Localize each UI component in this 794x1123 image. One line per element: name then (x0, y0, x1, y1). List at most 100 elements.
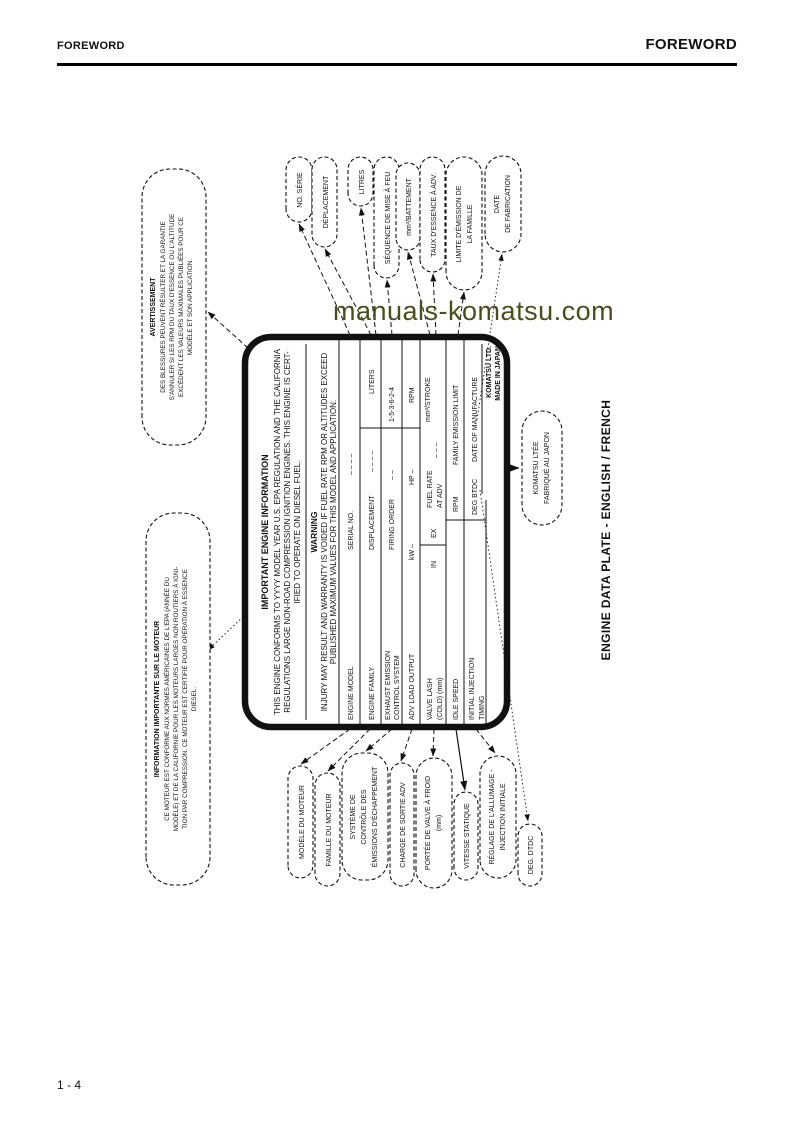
callout-vitesse: VITESSE STATIQUE (453, 791, 479, 881)
callout-oval (517, 823, 543, 887)
cell-kw: kW – (409, 544, 416, 560)
callout-line: ÉMISSIONS D'ÉCHAPPEMENT (370, 766, 379, 867)
callout-litres: LITRES (347, 156, 374, 207)
cell-firing-order: FIRING ORDER (389, 499, 396, 550)
plate-table-grid (338, 337, 487, 727)
cell-rpm: RPM (409, 387, 416, 403)
callout-line: DE FABRICATION (505, 175, 512, 233)
callout-oval (484, 155, 522, 253)
callout-battement: mm³/BATTEMENT (395, 162, 421, 251)
callout-line: MODÈLE ET SON APPLICATION. (185, 259, 194, 355)
diagram-canvas: IMPORTANT ENGINE INFORMATION THIS ENGINE… (141, 155, 613, 889)
arrow-warning-to-avertissement (207, 311, 249, 349)
callout-line: TION PAR COMPRESSION. CE MOTEUR EST CERT… (180, 569, 189, 829)
callout-no-serie: NO. SÉRIE (285, 156, 313, 223)
cell-hp: HP – (409, 469, 416, 485)
plate-para-line: THIS ENGINE CONFORMS TO YYYY MODEL YEAR … (273, 348, 282, 715)
cell-fuel-dashes: – – – (433, 442, 440, 458)
callout-date-fabrication: DATE DE FABRICATION (484, 155, 522, 253)
callout-line: SYSTÈME DE (348, 794, 357, 839)
arrow-displacement-to-deplacement (324, 248, 372, 336)
arrow-header-to-information (207, 613, 247, 651)
cell-initial-1: INITIAL INJECTION (469, 658, 476, 720)
arrow-model-to-modele (300, 728, 351, 765)
cell-engine-model: ENGINE MODEL (348, 666, 355, 720)
cell-exhaust-1: EXHAUST EMISSION (385, 651, 392, 720)
arrow-idle-to-vitesse (455, 728, 468, 791)
callout-information: INFORMATION IMPORTANTE SUR LE MOTEUR CE … (145, 512, 211, 886)
arrow-family-to-famille (327, 728, 371, 772)
callout-line: DEG. DTDC (528, 836, 535, 875)
callout-line: (mm) (436, 815, 443, 831)
engine-plate: IMPORTANT ENGINE INFORMATION THIS ENGINE… (241, 333, 511, 731)
arrow-fuelrate-to-taux (430, 273, 437, 336)
arrow-serial-to-no-serie (298, 223, 351, 336)
arrow-exhaust-to-systeme (365, 728, 393, 752)
callout-line: DATE (494, 195, 501, 213)
callout-taux: TAUX D'ESSENCE À ADV. (419, 156, 446, 273)
callout-charge: CHARGE DE SORTIE ADV (389, 762, 415, 887)
plate-outline (241, 333, 511, 731)
callout-line: FABRIQUÉ AU JAPON (542, 432, 551, 504)
callout-line: NO. SÉRIE (295, 172, 304, 208)
callout-famille: FAMILLE DU MOTEUR (314, 772, 341, 887)
callout-limite: LIMITE D'ÉMISSION DE LA FAMILLE (445, 156, 483, 291)
header-rule (57, 63, 737, 66)
watermark-text: manuals-komatsu.com (333, 296, 615, 326)
callout-oval (415, 757, 453, 889)
callout-line: VITESSE STATIQUE (464, 803, 471, 869)
cell-fuel-rate-2: AT ADV (437, 483, 444, 508)
callout-oval (145, 512, 211, 886)
cell-valve-1: VALVE LASH (427, 678, 434, 720)
callout-line: LA FAMILLE (467, 204, 474, 243)
callout-oval (314, 772, 341, 887)
header-left: FOREWORD (57, 40, 125, 52)
callout-line: CHARGE DE SORTIE ADV (400, 782, 407, 868)
cell-liters: LITERS (369, 369, 376, 394)
cell-in: IN (431, 561, 438, 568)
arrow-mm3-to-battement (407, 251, 431, 336)
callout-deg-dtdc: DEG. DTDC (517, 823, 543, 887)
callout-line: DÉPLACEMENT (321, 175, 330, 228)
callout-oval (287, 765, 314, 879)
callout-line: MODÈLE DU MOTEUR (297, 785, 306, 859)
callout-oval (389, 762, 415, 887)
cell-date-mfg: DATE OF MANUFACTURE (472, 377, 479, 462)
callout-line: FAMILLE DU MOTEUR (326, 793, 333, 866)
callout-oval (479, 755, 517, 879)
engine-dataplate-diagram: IMPORTANT ENGINE INFORMATION THIS ENGINE… (140, 150, 640, 890)
plate-warning-line: INJURY MAY RESULT AND WARRANTY IS VOIDED… (320, 352, 329, 711)
cell-serial-dashes: – – – – (348, 453, 355, 475)
cell-firing-dashes: – – (389, 470, 396, 480)
cell-mm3-stroke: mm³/STROKE (425, 377, 432, 422)
cell-serial-no: SERIAL NO. (348, 511, 355, 550)
callout-line: TAUX D'ESSENCE À ADV. (429, 173, 438, 257)
callout-line: DES BLESSURES PEUVENT RÉSULTER ET LA GAR… (158, 221, 167, 392)
cell-deg-btdc: DEG BTDC (472, 479, 479, 515)
callout-avertissement: AVERTISSEMENT DES BLESSURES PEUVENT RÉSU… (141, 168, 207, 446)
callout-line: CE MOTEUR EST CONFORME AUX NORMES AMÉRIC… (162, 577, 171, 821)
cell-initial-2: TIMING (479, 696, 486, 721)
callout-line: INFORMATION IMPORTANTE SUR LE MOTEUR (154, 621, 161, 777)
cell-valve-2: (COLD) (mm) (437, 678, 444, 720)
callout-oval (141, 168, 207, 446)
cell-rpm-2: RPM (453, 496, 460, 512)
cell-firing-value: 1-5-3-6-2-4 (389, 387, 396, 422)
callout-line: AVERTISSEMENT (150, 277, 157, 337)
cell-displacement: DISPLACEMENT (369, 495, 376, 550)
callout-line: KOMATSU LTÉE (531, 441, 540, 494)
callout-oval (521, 410, 563, 526)
callout-line: INJECTION INITIALE (500, 783, 507, 851)
cell-adv-load: ADV LOAD OUTPUT (409, 653, 416, 720)
cell-family-limit: FAMILY EMISSION LIMIT (453, 384, 460, 465)
arrow-liters-to-litres (358, 207, 377, 336)
callout-line: CONTRÔLE DES (359, 789, 368, 845)
callout-line: MODÈLE) ET DE LA CALIFORNIE POUR LES MOT… (171, 567, 180, 831)
callout-komatsu-ltee: KOMATSU LTÉE FABRIQUÉ AU JAPON (521, 410, 563, 526)
plate-warning-line: PUBLISHED MAXIMUM VALUES FOR THIS MODEL … (329, 400, 338, 664)
cell-ex: EX (431, 528, 438, 538)
callout-line: SÉQUENCE DE MISE À FEU (383, 172, 392, 265)
plate-warning-title: WARNING (309, 511, 319, 552)
cell-disp-dashes: – – – – (369, 450, 376, 472)
